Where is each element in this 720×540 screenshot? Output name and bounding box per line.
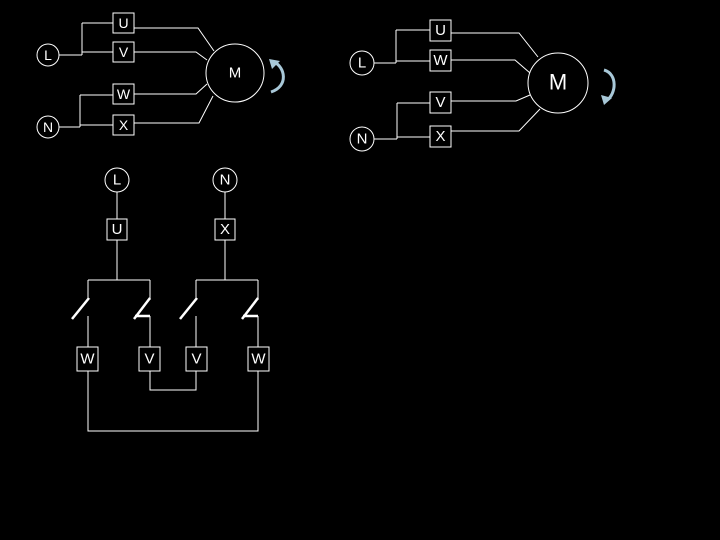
supply-terminal-neutral: N xyxy=(36,115,60,139)
terminal-w: W xyxy=(429,49,452,72)
bottom-terminal-2: V xyxy=(138,346,161,372)
switch-contact-3 xyxy=(179,297,198,320)
motor-label: M xyxy=(229,65,242,82)
terminal-label-u: U xyxy=(112,221,123,238)
terminal-label-x: X xyxy=(220,221,230,238)
terminal-u: U xyxy=(106,218,128,241)
terminal-u: U xyxy=(112,12,135,34)
supply-label-neutral: N xyxy=(357,131,368,148)
supply-label-line: L xyxy=(358,55,366,72)
switch-contacts xyxy=(71,297,259,320)
terminal-x: X xyxy=(214,218,236,241)
terminal-label-v: V xyxy=(119,44,129,60)
terminal-v: V xyxy=(112,41,135,63)
wires xyxy=(59,22,215,128)
terminal-label-x: X xyxy=(119,117,129,133)
terminal-v: V xyxy=(429,91,452,114)
wires xyxy=(374,29,541,140)
supply-terminal-neutral: N xyxy=(212,167,238,193)
wires xyxy=(87,192,259,432)
supply-terminal-neutral: N xyxy=(349,126,375,152)
terminal-label-w: W xyxy=(433,52,448,69)
supply-label-line: L xyxy=(113,172,121,189)
bottom-terminal-label: W xyxy=(80,351,95,368)
motor: M xyxy=(205,43,265,103)
bottom-terminal-label: V xyxy=(191,351,201,368)
bottom-terminal-4: W xyxy=(247,346,270,372)
terminal-w: W xyxy=(112,83,135,105)
supply-label-neutral: N xyxy=(220,172,231,189)
rotation-arrow-icon xyxy=(269,59,285,94)
motor-label: M xyxy=(549,70,567,95)
bottom-terminal-label: V xyxy=(144,351,154,368)
motor-wiring-diagram-1: L N U V W X M xyxy=(36,12,285,139)
bottom-terminal-label: W xyxy=(251,351,266,368)
motor-wiring-diagram-2: L N U W V X M xyxy=(349,19,616,152)
terminal-u: U xyxy=(429,19,452,42)
supply-label-line: L xyxy=(44,47,52,63)
terminal-label-u: U xyxy=(435,22,446,39)
terminal-x: X xyxy=(429,125,452,148)
switch-contact-1 xyxy=(71,297,90,320)
supply-label-neutral: N xyxy=(43,119,53,135)
supply-terminal-line: L xyxy=(349,50,375,76)
bottom-terminal-1: W xyxy=(76,346,99,372)
motor: M xyxy=(527,52,589,114)
terminal-x: X xyxy=(112,114,135,136)
supply-terminal-line: L xyxy=(104,167,130,193)
rotation-arrow-icon xyxy=(601,68,616,105)
reversing-switch-diagram: L N U X W V V W xyxy=(71,167,270,432)
terminal-label-x: X xyxy=(435,128,445,145)
terminal-label-u: U xyxy=(118,15,128,31)
bottom-terminal-3: V xyxy=(185,346,208,372)
supply-terminal-line: L xyxy=(36,43,60,67)
terminal-label-w: W xyxy=(117,86,131,102)
terminal-label-v: V xyxy=(435,94,445,111)
